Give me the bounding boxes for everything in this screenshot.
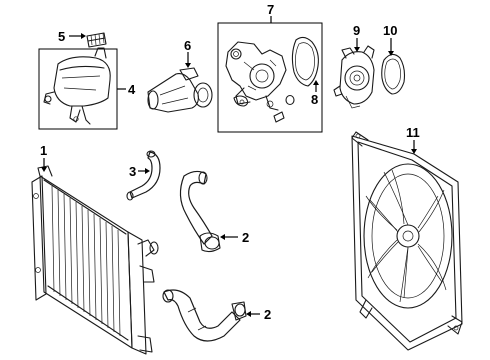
water-pump-small-parts[interactable] (233, 94, 295, 123)
thermostat-housing[interactable] (147, 67, 213, 113)
pump-gasket[interactable] (291, 36, 319, 87)
lower-radiator-hose[interactable] (162, 289, 247, 342)
water-pump-box (217, 22, 323, 133)
coolant-reservoir[interactable] (43, 47, 111, 125)
reservoir-cap[interactable] (86, 32, 107, 48)
leader-lines (41, 16, 417, 317)
callout-aux-pump: 9 (353, 23, 360, 38)
callout-thermostat-housing: 6 (184, 38, 191, 53)
callout-pump-gasket: 8 (311, 92, 318, 107)
auxiliary-water-pump[interactable] (333, 45, 375, 109)
callout-reservoir-cap: 5 (58, 29, 65, 44)
water-pump-assembly[interactable] (225, 41, 287, 111)
callout-reservoir: 4 (128, 82, 136, 97)
callout-radiator: 1 (40, 143, 47, 158)
callout-water-pump-assembly: 7 (267, 2, 274, 17)
callout-labels: 5 4 6 7 8 9 10 1 3 2 2 11 (40, 2, 420, 322)
upper-radiator-hose[interactable] (179, 170, 221, 253)
radiator[interactable] (31, 165, 159, 355)
callout-fan-shroud: 11 (406, 125, 420, 140)
aux-pump-seal-ring[interactable] (381, 53, 406, 95)
callout-lower-hose: 2 (264, 307, 271, 322)
callout-aux-pump-seal: 10 (383, 23, 397, 38)
bypass-hose[interactable] (126, 150, 161, 201)
fan-shroud[interactable] (351, 131, 463, 351)
callout-bypass-hose: 3 (129, 164, 136, 179)
callout-upper-hose: 2 (242, 230, 249, 245)
